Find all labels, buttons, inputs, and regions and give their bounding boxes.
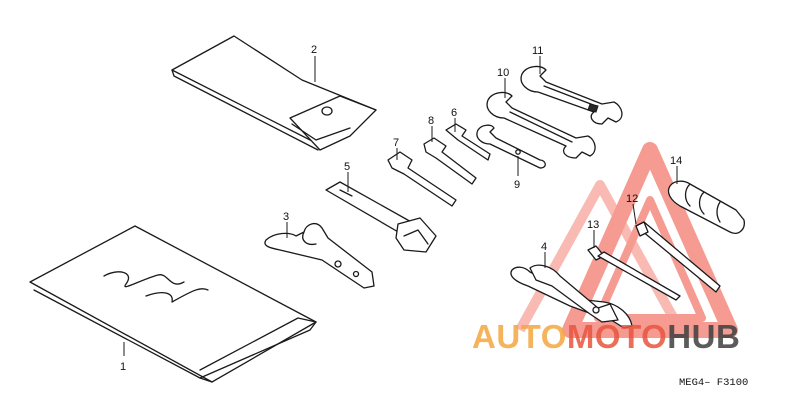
reference-code: MEG4– F3100 (679, 377, 748, 389)
part-9-open-wrench-small (476, 124, 546, 169)
callout-8: 8 (428, 115, 434, 127)
callout-4: 4 (541, 241, 547, 253)
part-12-screwdriver-long (635, 221, 721, 293)
callout-12: 12 (626, 193, 638, 205)
part-11-open-wrench-large (520, 65, 623, 125)
part-2-tool-bag (171, 35, 377, 151)
watermark-text-moto: MOTO (567, 318, 667, 355)
callout-2: 2 (311, 44, 317, 56)
callout-numbers: 1 2 3 4 5 6 7 8 9 10 11 12 13 14 (120, 44, 682, 373)
watermark-triangle-icon (515, 142, 738, 338)
callout-11: 11 (532, 45, 543, 57)
callout-13: 13 (587, 219, 599, 231)
part-4-pliers (510, 264, 633, 329)
part-3-pin-spanner (264, 222, 375, 289)
callout-5: 5 (344, 161, 350, 173)
part-14-screwdriver-handle (667, 180, 745, 234)
part-5-spark-plug-wrench (325, 181, 437, 253)
callout-6: 6 (451, 107, 457, 119)
part-10-open-wrench-medium (486, 91, 596, 159)
callout-9: 9 (514, 179, 520, 191)
part-7-hex-key-large (387, 151, 457, 207)
callout-7: 7 (393, 137, 399, 149)
part-13-screwdriver-short (587, 245, 681, 301)
watermark-text-auto: AUTO (472, 318, 567, 355)
watermark-logo: AUTOMOTOHUB (472, 318, 740, 355)
watermark-text-hub: HUB (667, 318, 740, 355)
svg-text:AUTOMOTOHUB: AUTOMOTOHUB (472, 318, 740, 355)
part-8-hex-key-medium (423, 137, 477, 185)
callout-1: 1 (120, 361, 126, 373)
callout-14: 14 (670, 155, 682, 167)
part-1-owners-manual (29, 225, 317, 383)
callout-10: 10 (497, 67, 509, 79)
leader-lines (123, 56, 678, 356)
part-6-hex-key-small (445, 123, 491, 161)
callout-3: 3 (283, 211, 289, 223)
